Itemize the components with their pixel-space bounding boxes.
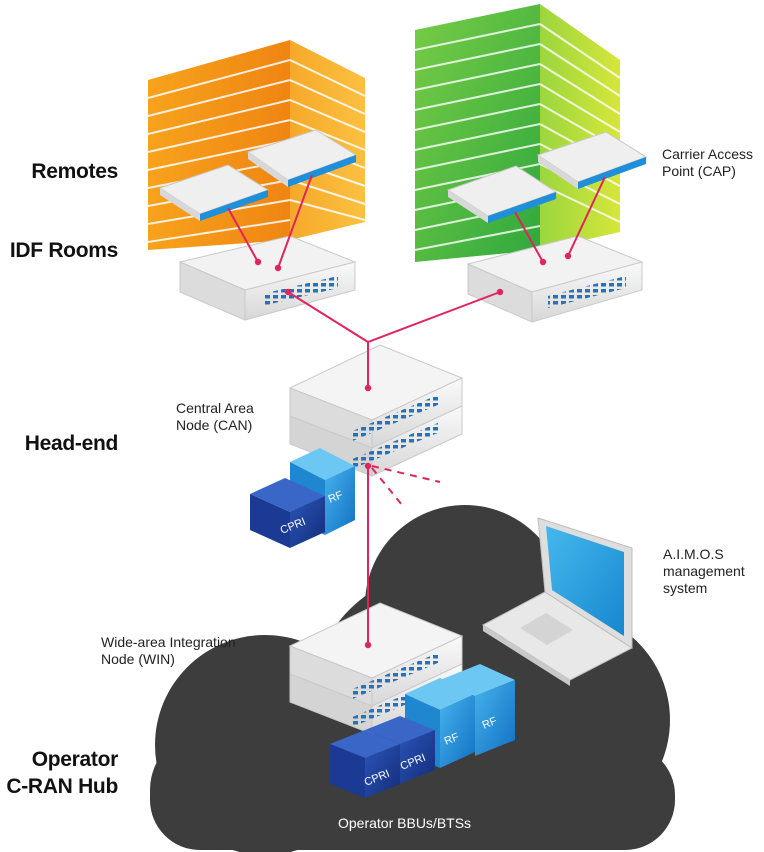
- win-label-line2: Node (WIN): [101, 651, 175, 667]
- win-label: Wide-area Integration Node (WIN): [101, 634, 236, 668]
- rf-label: RF: [443, 731, 461, 748]
- aimos-label-line3: system: [663, 580, 708, 596]
- switch-icon: [178, 235, 357, 321]
- win-label-line1: Wide-area Integration: [101, 634, 236, 650]
- tier-label-head-end: Head-end: [24, 432, 119, 455]
- rf-label: RF: [481, 715, 499, 732]
- link-endpoints: [254, 252, 572, 649]
- rack-icon: [288, 344, 464, 477]
- tier-label-hub-line1: Operator: [31, 748, 119, 771]
- rf-label: RF: [327, 489, 345, 506]
- can-label-line1: Central Area: [176, 400, 254, 416]
- network-links: [227, 174, 606, 645]
- cap-label-line1: Carrier Access: [662, 146, 754, 162]
- building-icon: [414, 4, 621, 262]
- switch-icon: [466, 235, 644, 323]
- cpri-module-icon: [250, 478, 325, 548]
- bbu-label: Operator BBUs/BTSs: [338, 815, 472, 831]
- cap-label: Carrier Access Point (CAP): [662, 146, 753, 180]
- access-point-icon: [446, 165, 558, 223]
- tier-label-idf-rooms: IDF Rooms: [9, 239, 118, 262]
- access-point-icon: [246, 129, 358, 187]
- cap-label-line2: Point (CAP): [662, 163, 736, 179]
- aimos-label-line2: management: [663, 563, 745, 579]
- aimos-label-line1: A.I.M.O.S: [663, 546, 724, 562]
- access-point-icon: [158, 164, 270, 221]
- tier-label-hub: Operator C-RAN Hub: [4, 746, 118, 800]
- tier-label-hub-line2: C-RAN Hub: [6, 775, 118, 798]
- access-point-icon: [536, 131, 648, 189]
- tier-label-remotes: Remotes: [31, 160, 118, 183]
- can-label: Central Area Node (CAN): [176, 400, 254, 434]
- can-label-line2: Node (CAN): [176, 417, 253, 433]
- cpri-module-icon: [330, 730, 400, 798]
- laptop-icon: [482, 517, 633, 686]
- rf-module-icon: [440, 664, 515, 756]
- aimos-label: A.I.M.O.S management system: [663, 546, 745, 597]
- cpri-module-icon: [365, 716, 435, 784]
